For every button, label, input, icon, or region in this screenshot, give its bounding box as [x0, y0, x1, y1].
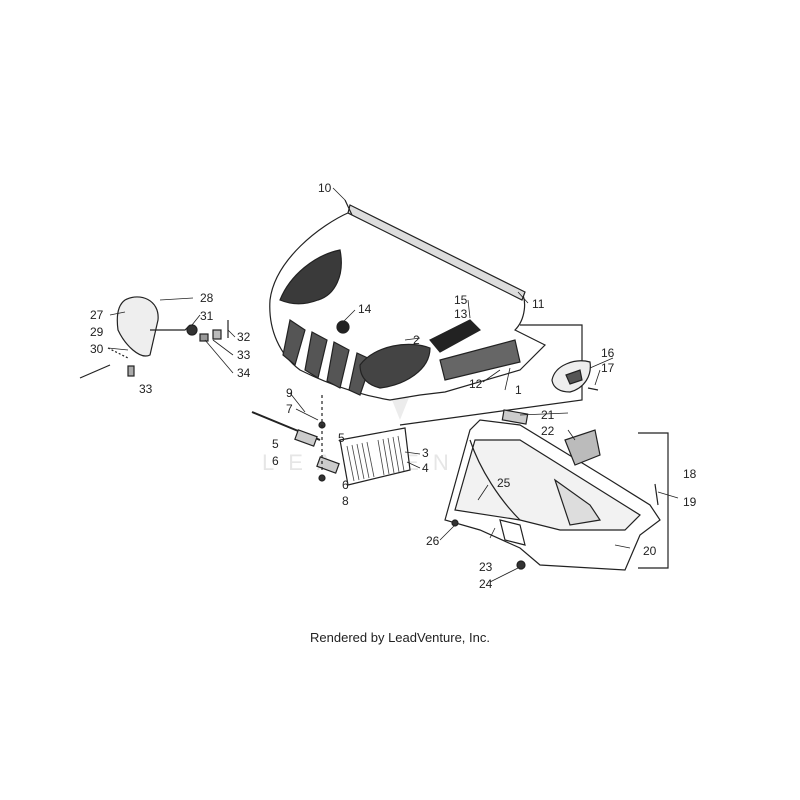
callout-6-right: 6 — [342, 478, 349, 492]
callout-19: 19 — [683, 495, 697, 509]
callout-3: 3 — [422, 446, 429, 460]
callout-16: 16 — [601, 346, 615, 360]
callout-14: 14 — [358, 302, 372, 316]
callout-5-left: 5 — [272, 437, 279, 451]
callout-5-right: 5 — [338, 431, 345, 445]
callout-4: 4 — [422, 461, 429, 475]
callout-33-lower: 33 — [139, 382, 153, 396]
callout-28: 28 — [200, 291, 214, 305]
callout-12: 12 — [469, 377, 483, 391]
callout-27: 27 — [90, 308, 104, 322]
callout-20: 20 — [643, 544, 657, 558]
callout-32: 32 — [237, 330, 251, 344]
callout-30: 30 — [90, 342, 104, 356]
callout-1: 1 — [515, 383, 522, 397]
callout-7: 7 — [286, 402, 293, 416]
callout-29: 29 — [90, 325, 104, 339]
callout-15: 15 — [454, 293, 468, 307]
callout-13: 13 — [454, 307, 468, 321]
bezel-assembly — [551, 360, 599, 393]
grille-assembly — [251, 395, 411, 486]
callout-8: 8 — [342, 494, 349, 508]
callout-23: 21 — [541, 408, 555, 422]
callout-24: 22 — [541, 424, 555, 438]
render-credit-caption: Rendered by LeadVenture, Inc. — [310, 630, 490, 645]
hood-assembly — [269, 199, 583, 426]
callout-26: 26 — [426, 534, 440, 548]
callout-labels: 10 11 14 15 13 2 12 1 16 17 28 27 31 29 … — [90, 181, 697, 591]
leader-lines — [107, 187, 679, 583]
callout-33-upper: 33 — [237, 348, 251, 362]
callout-25: 25 — [497, 476, 511, 490]
callout-2: 2 — [413, 333, 420, 347]
callout-6-left: 6 — [272, 454, 279, 468]
callout-11: 11 — [532, 297, 545, 311]
callout-21: 23 — [479, 560, 493, 574]
callout-31: 31 — [200, 309, 214, 323]
callout-22: 24 — [479, 577, 493, 591]
callout-17: 17 — [601, 361, 615, 375]
callout-18: 18 — [683, 467, 697, 481]
callout-9: 9 — [286, 386, 293, 400]
callout-10: 10 — [318, 181, 332, 195]
callout-34: 34 — [237, 366, 251, 380]
headlight-assembly — [79, 296, 229, 379]
front-storage-box — [444, 409, 669, 571]
